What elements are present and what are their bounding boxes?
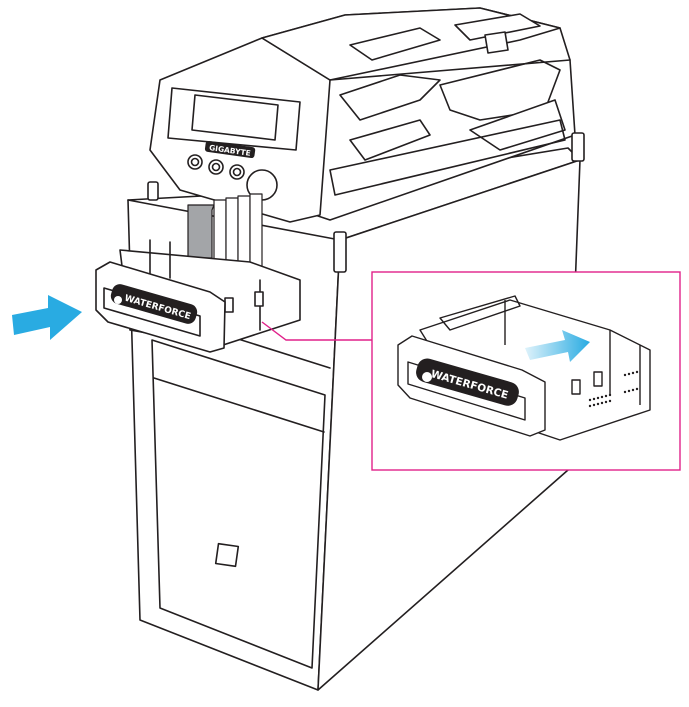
inset-detail-box: WATERFORCE <box>371 271 681 471</box>
water-drop-icon <box>114 296 122 304</box>
inset-water-drop-icon <box>422 372 432 382</box>
knob-1 <box>187 154 203 170</box>
inset-label-plate <box>416 358 519 406</box>
inset-arrow-icon <box>525 330 590 362</box>
radiator-unit <box>147 7 585 273</box>
knob-2 <box>208 159 224 175</box>
callout-leader-line <box>261 321 372 341</box>
insert-arrow-icon <box>12 295 82 340</box>
mount-clip-left <box>147 181 159 201</box>
mount-clip-front <box>333 231 347 273</box>
mount-clip-right <box>571 132 585 162</box>
bezel-label-plate <box>110 284 198 324</box>
drive-bay-module <box>95 239 301 353</box>
brand-plate <box>204 140 256 159</box>
power-button <box>214 542 240 568</box>
knob-3 <box>229 164 245 180</box>
